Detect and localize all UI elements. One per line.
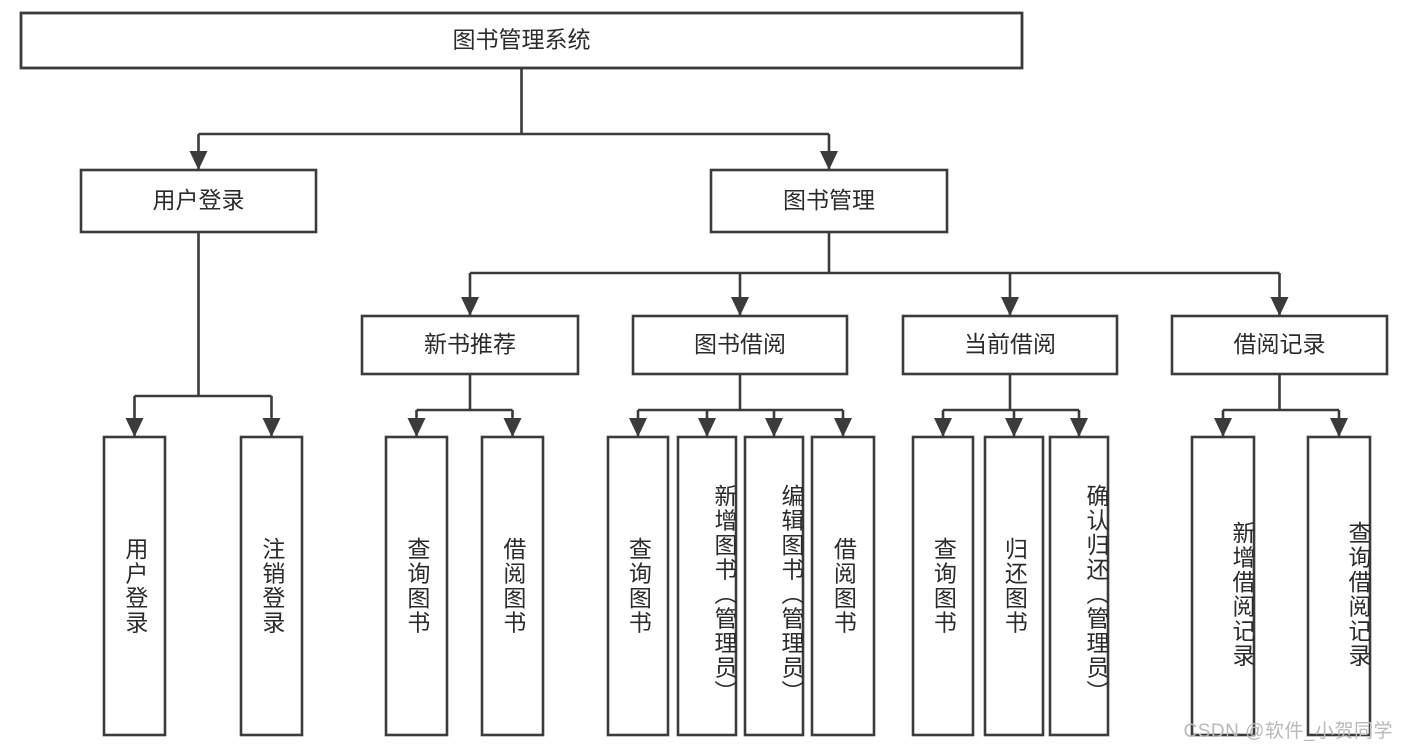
arrow-head-icon [461, 297, 479, 316]
node-label-current-borrow: 当前借阅 [964, 331, 1056, 357]
node-label-user-login: 用户登录 [153, 187, 245, 213]
node-box-confirm-return-admin[interactable] [1048, 435, 1110, 737]
arrow-head-icon [1270, 297, 1289, 316]
arrow-head-icon [765, 418, 783, 437]
node-user-logout-leaf[interactable] [239, 435, 304, 737]
node-label-root: 图书管理系统 [453, 27, 591, 53]
node-label-new-book-recommend: 新书推荐 [424, 331, 516, 357]
node-user-login-leaf[interactable] [102, 435, 167, 737]
node-borrow-records[interactable]: 借阅记录 [1170, 314, 1389, 376]
arrow-head-icon [1070, 418, 1088, 437]
node-user-login[interactable]: 用户登录 [79, 168, 318, 234]
node-edit-book-admin[interactable] [743, 435, 805, 737]
node-query-borrow-record[interactable] [1306, 435, 1372, 737]
node-confirm-return-admin[interactable] [1048, 435, 1110, 737]
node-borrow-book-2[interactable] [810, 435, 876, 737]
node-query-book-2[interactable] [606, 435, 670, 737]
node-box-add-borrow-record[interactable] [1190, 435, 1256, 737]
node-box-user-login-leaf[interactable] [102, 435, 167, 737]
arrow-head-icon [1001, 297, 1019, 316]
arrow-head-icon [262, 418, 281, 437]
node-box-query-book-2[interactable] [606, 435, 670, 737]
node-box-query-borrow-record[interactable] [1306, 435, 1372, 737]
arrow-head-icon [189, 151, 208, 170]
node-box-current-borrow[interactable] [901, 314, 1119, 376]
node-box-book-borrow[interactable] [631, 314, 849, 376]
arrow-head-icon [1005, 418, 1023, 437]
arrow-head-icon [834, 418, 852, 437]
node-add-book-admin[interactable] [676, 435, 738, 737]
arrow-head-icon [407, 418, 426, 437]
node-box-user-logout-leaf[interactable] [239, 435, 304, 737]
node-label-book-management: 图书管理 [783, 187, 875, 213]
node-box-borrow-book-2[interactable] [810, 435, 876, 737]
node-box-new-book-recommend[interactable] [360, 314, 580, 376]
arrow-head-icon [125, 418, 144, 437]
arrow-head-icon [731, 297, 749, 316]
node-box-user-login[interactable] [79, 168, 318, 234]
node-label-book-borrow: 图书借阅 [694, 331, 786, 357]
arrow-head-icon [934, 418, 952, 437]
node-return-book[interactable] [983, 435, 1045, 737]
arrow-head-icon [698, 418, 716, 437]
node-box-root[interactable] [19, 11, 1024, 70]
arrow-head-icon [1214, 418, 1232, 437]
node-box-borrow-records[interactable] [1170, 314, 1389, 376]
arrow-head-icon [629, 418, 647, 437]
node-book-borrow[interactable]: 图书借阅 [631, 314, 849, 376]
node-query-book-1[interactable] [384, 435, 449, 737]
node-box-add-book-admin[interactable] [676, 435, 738, 737]
node-box-query-book-1[interactable] [384, 435, 449, 737]
node-current-borrow[interactable]: 当前借阅 [901, 314, 1119, 376]
node-book-management[interactable]: 图书管理 [709, 168, 949, 234]
csdn-watermark: CSDN @软件_小贺同学 [1183, 721, 1393, 742]
node-root[interactable]: 图书管理系统 [19, 11, 1024, 70]
arrow-head-icon [820, 151, 838, 170]
node-new-book-recommend[interactable]: 新书推荐 [360, 314, 580, 376]
node-box-book-management[interactable] [709, 168, 949, 234]
node-box-return-book[interactable] [983, 435, 1045, 737]
node-borrow-book-1[interactable] [480, 435, 545, 737]
node-box-query-book-3[interactable] [911, 435, 975, 737]
node-box-edit-book-admin[interactable] [743, 435, 805, 737]
arrow-head-icon [1330, 418, 1348, 437]
edges-layer [125, 68, 1348, 437]
node-query-book-3[interactable] [911, 435, 975, 737]
node-box-borrow-book-1[interactable] [480, 435, 545, 737]
node-label-borrow-records: 借阅记录 [1234, 331, 1326, 357]
arrow-head-icon [503, 418, 522, 437]
node-add-borrow-record[interactable] [1190, 435, 1256, 737]
